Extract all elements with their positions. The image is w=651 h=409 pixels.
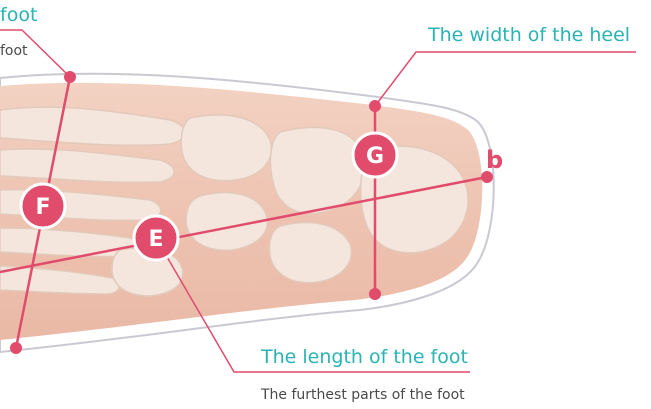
foot-length-title: The length of the foot	[261, 348, 468, 367]
endpoint-dot	[64, 71, 76, 83]
heel-width-title: The width of the heel	[428, 26, 630, 45]
marker-g: G	[353, 133, 397, 177]
marker-g-label: G	[366, 144, 384, 169]
marker-e-label: E	[148, 227, 163, 252]
heel-width-leader	[375, 52, 636, 106]
endpoint-dot	[10, 342, 22, 354]
marker-f-label: F	[35, 195, 50, 220]
point-b-label: b	[486, 146, 503, 174]
marker-e: E	[134, 216, 178, 260]
endpoint-dot	[369, 288, 381, 300]
top-left-subtitle: foot	[0, 44, 28, 58]
top-left-title: foot	[0, 6, 37, 25]
endpoint-dot	[369, 100, 381, 112]
foot-length-subtitle: The furthest parts of the foot	[261, 388, 465, 402]
marker-f: F	[21, 184, 65, 228]
